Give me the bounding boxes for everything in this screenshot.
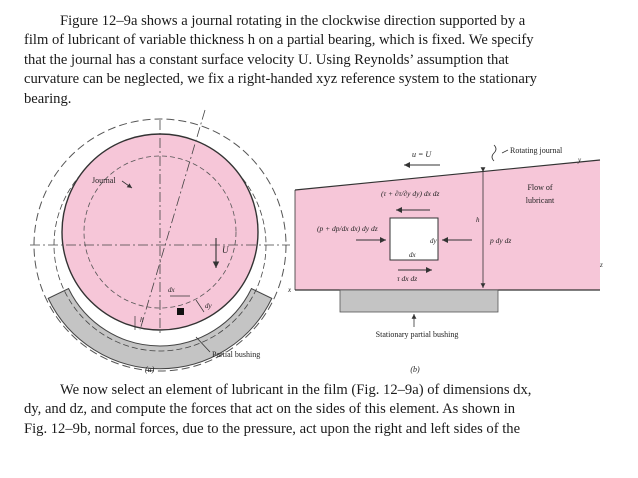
fluid-element (177, 308, 184, 315)
y-axis-label: y (577, 156, 582, 164)
figure-b: u = U Rotating journal y z x Flow of lub… (287, 144, 603, 374)
top-shear-label: (τ + ∂τ/∂y dy) dx dz (381, 189, 440, 198)
caption-b: (b) (410, 365, 420, 374)
partial-bushing (47, 287, 273, 370)
text-line: curvature can be neglected, we fix a rig… (24, 71, 537, 88)
paragraph-intro: Figure 12–9a shows a journal rotating in… (24, 12, 610, 109)
right-pressure-label: p dy dz (489, 236, 511, 245)
velocity-label: U (222, 245, 229, 255)
dx-label: dx (168, 286, 176, 294)
text-line: We now select an element of lubricant in… (60, 382, 532, 398)
flow-label-2: lubricant (526, 196, 555, 205)
x-axis-label: x (287, 286, 292, 294)
text-line: dy, and dz, and compute the forces that … (24, 401, 516, 418)
element-dy-label: dy (430, 237, 438, 245)
bottom-shear-label: τ dx dz (397, 274, 417, 283)
text-line: bearing. (24, 90, 72, 107)
offset-centerline (139, 109, 206, 331)
journal-label: Journal (92, 176, 116, 185)
journal-surface (294, 159, 601, 191)
surface-velocity-label: u = U (412, 150, 432, 159)
stationary-bushing (339, 289, 499, 313)
h-label: h (140, 316, 144, 324)
left-pressure-label: (p + dp/dx dx) dy dz (317, 224, 378, 233)
dy-label: dy (205, 302, 213, 310)
journal-leader (121, 180, 133, 189)
text-line: Fig. 12–9b, normal forces, due to the pr… (24, 420, 521, 437)
figure-a: U Journal dx dy h Partial bushing (a) (30, 109, 290, 374)
dy-dimension (195, 299, 205, 313)
film-h-label: h (476, 216, 480, 224)
stationary-bushing-label: Stationary partial bushing (376, 330, 459, 339)
paragraph-element: We now select an element of lubricant in… (24, 381, 610, 439)
journal-break-mark (491, 144, 497, 162)
caption-a: (a) (145, 365, 155, 374)
rotating-journal-label: Rotating journal (510, 146, 563, 155)
lubricant-film (295, 160, 600, 290)
text-line: film of lubricant of variable thickness … (24, 32, 534, 49)
bushing-leader (195, 336, 211, 353)
z-axis-label: z (599, 261, 603, 269)
fluid-element-box (389, 217, 439, 261)
element-dx-label: dx (409, 251, 417, 259)
text-line: that the journal has a constant surface … (24, 51, 509, 68)
journal-dashed-circle (83, 155, 237, 309)
flow-label-1: Flow of (527, 183, 552, 192)
rotating-journal-leader (501, 149, 509, 154)
text-line: Figure 12–9a shows a journal rotating in… (60, 13, 526, 29)
partial-bushing-label: Partial bushing (212, 350, 260, 359)
